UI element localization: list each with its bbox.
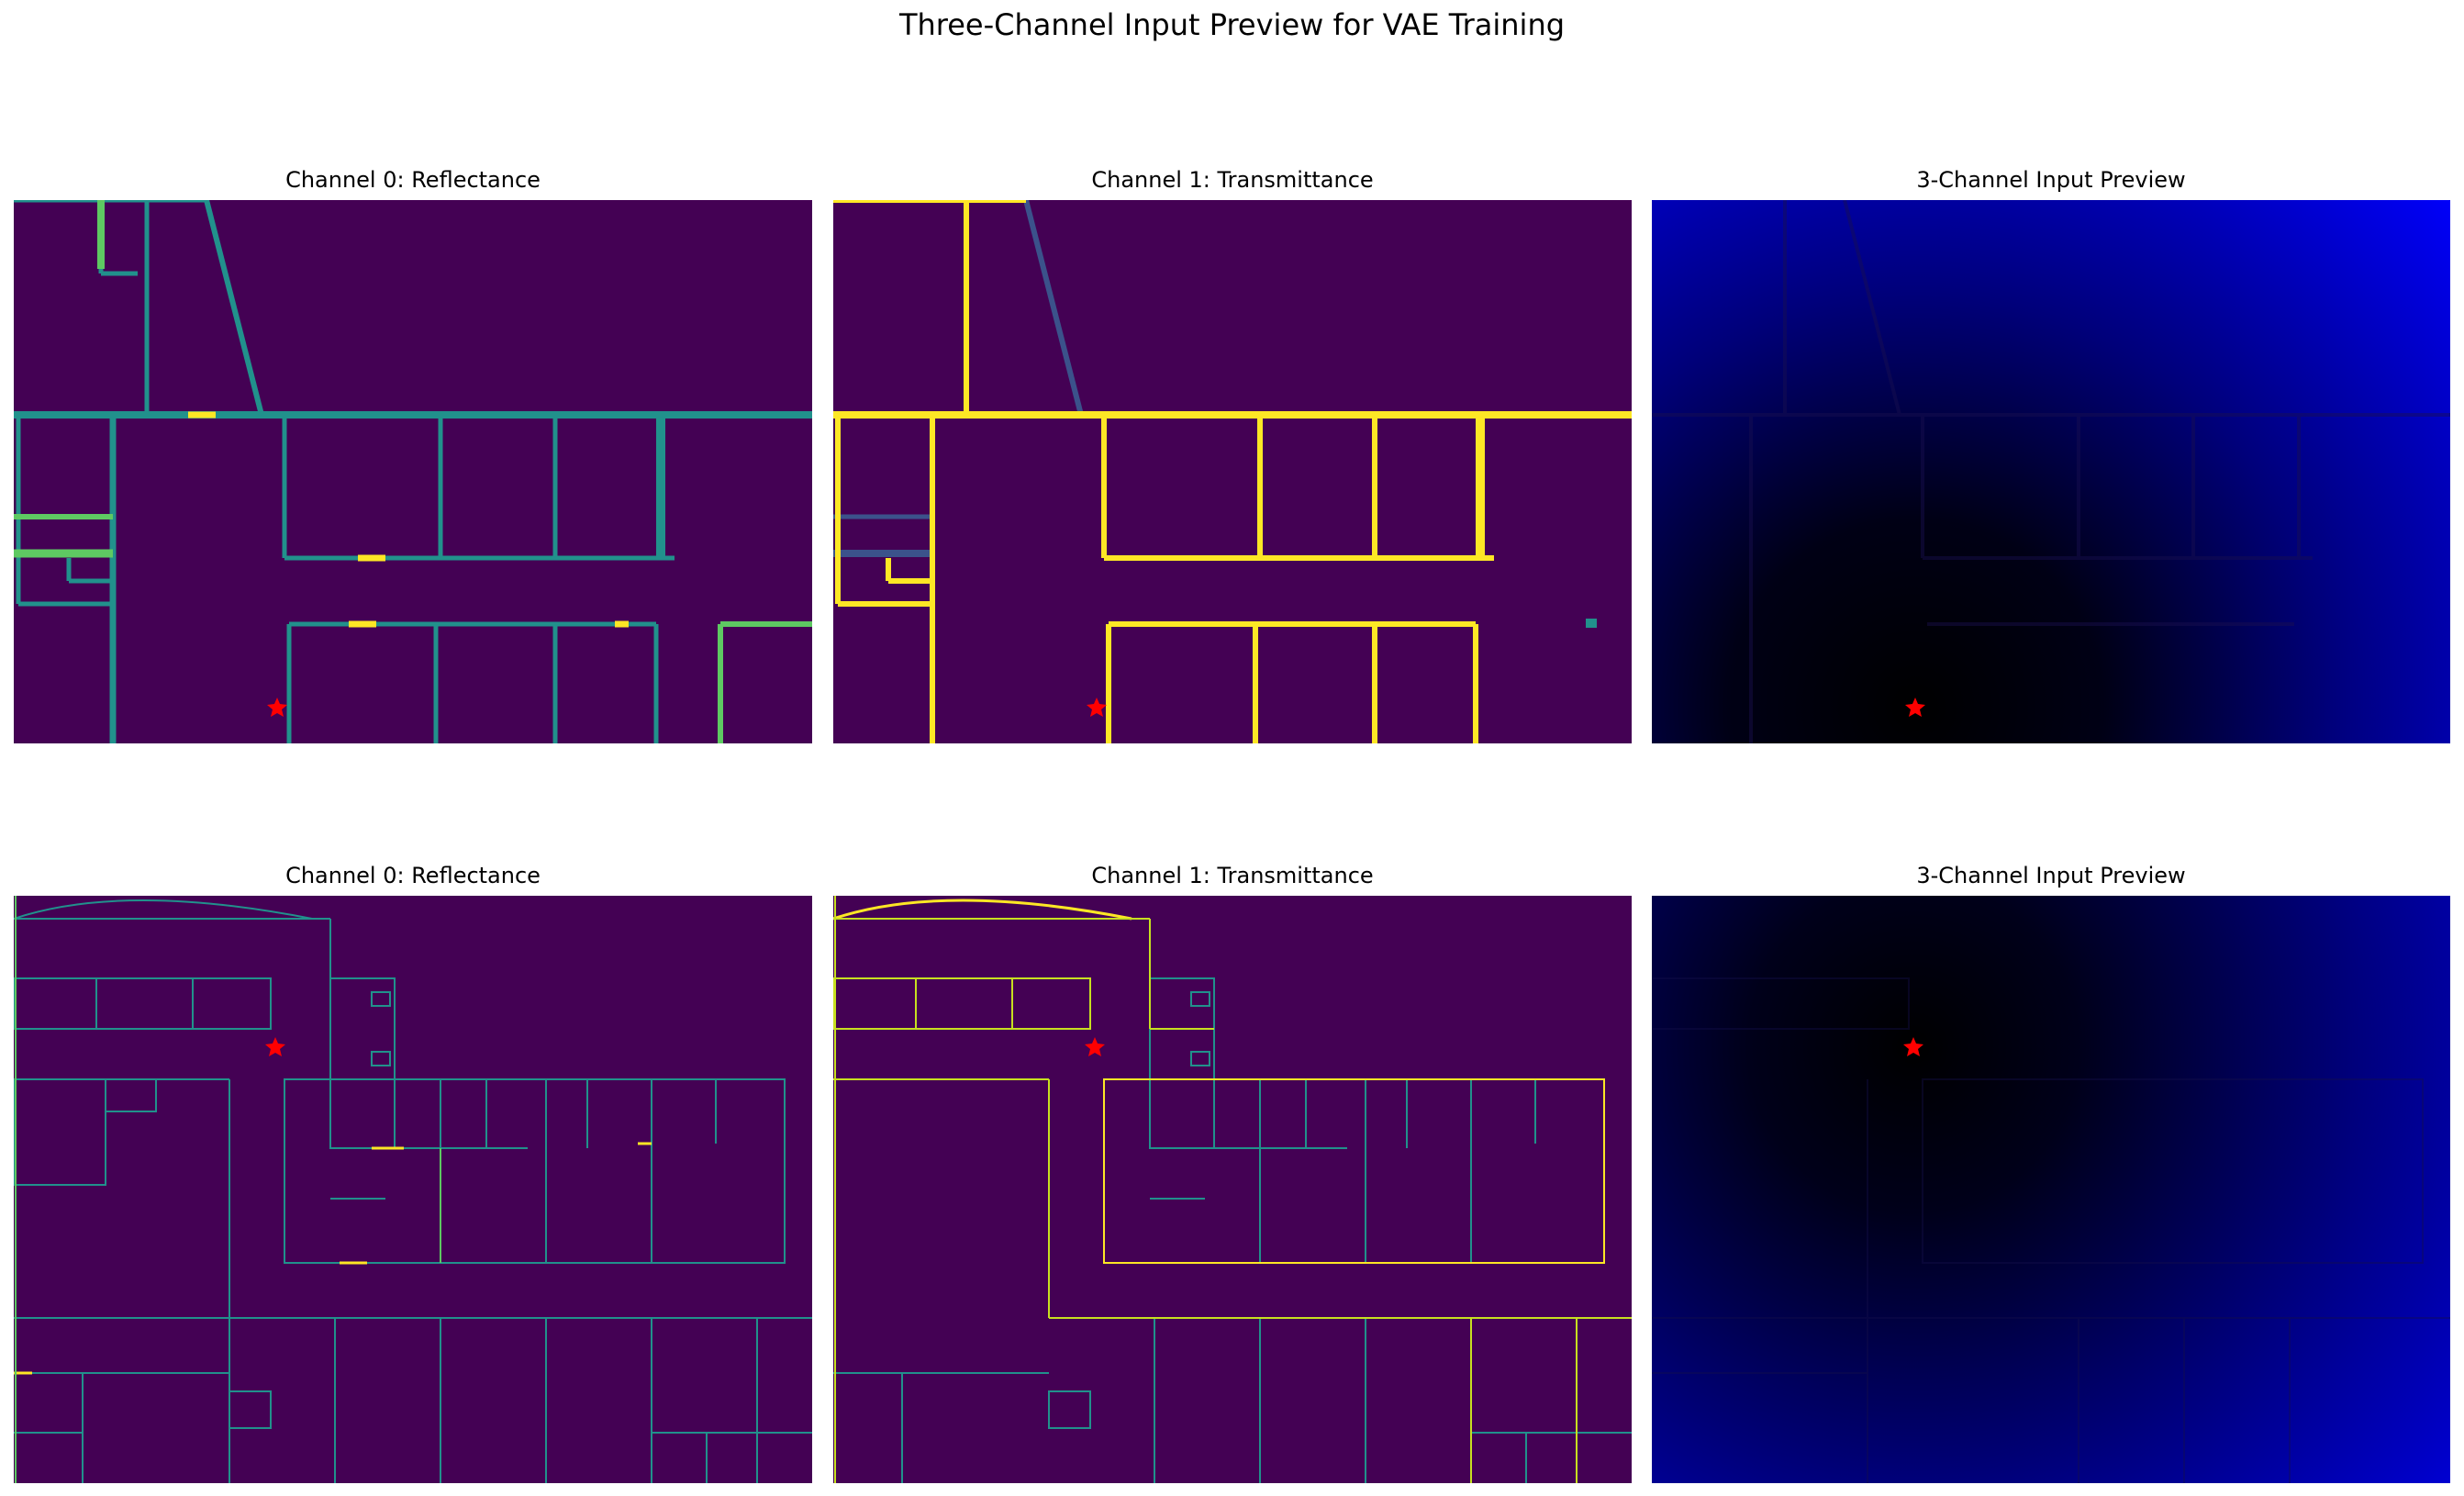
star-marker: [267, 698, 287, 717]
star-marker: [265, 1037, 285, 1056]
reflectance-map-2: [14, 896, 812, 1483]
panel-title-r1-c3: 3-Channel Input Preview: [1916, 167, 2186, 193]
panel-title-r1-c1: Channel 0: Reflectance: [285, 167, 541, 193]
preview-map-1: [1652, 200, 2450, 743]
preview-map-2: [1652, 896, 2450, 1483]
panel-title-r2-c1: Channel 0: Reflectance: [285, 863, 541, 888]
star-marker: [1087, 698, 1107, 717]
reflectance-map-1: [14, 200, 812, 743]
transmittance-map-1: [833, 200, 1632, 743]
star-marker: [1903, 1037, 1923, 1056]
star-marker: [1905, 698, 1925, 717]
figure-title: Three-Channel Input Preview for VAE Trai…: [898, 7, 1566, 42]
transmittance-map-2: [833, 896, 1632, 1483]
panel-title-r2-c2: Channel 1: Transmittance: [1091, 863, 1374, 888]
panel-title-r2-c3: 3-Channel Input Preview: [1916, 863, 2186, 888]
panel-title-r1-c2: Channel 1: Transmittance: [1091, 167, 1374, 193]
star-marker: [1085, 1037, 1105, 1056]
